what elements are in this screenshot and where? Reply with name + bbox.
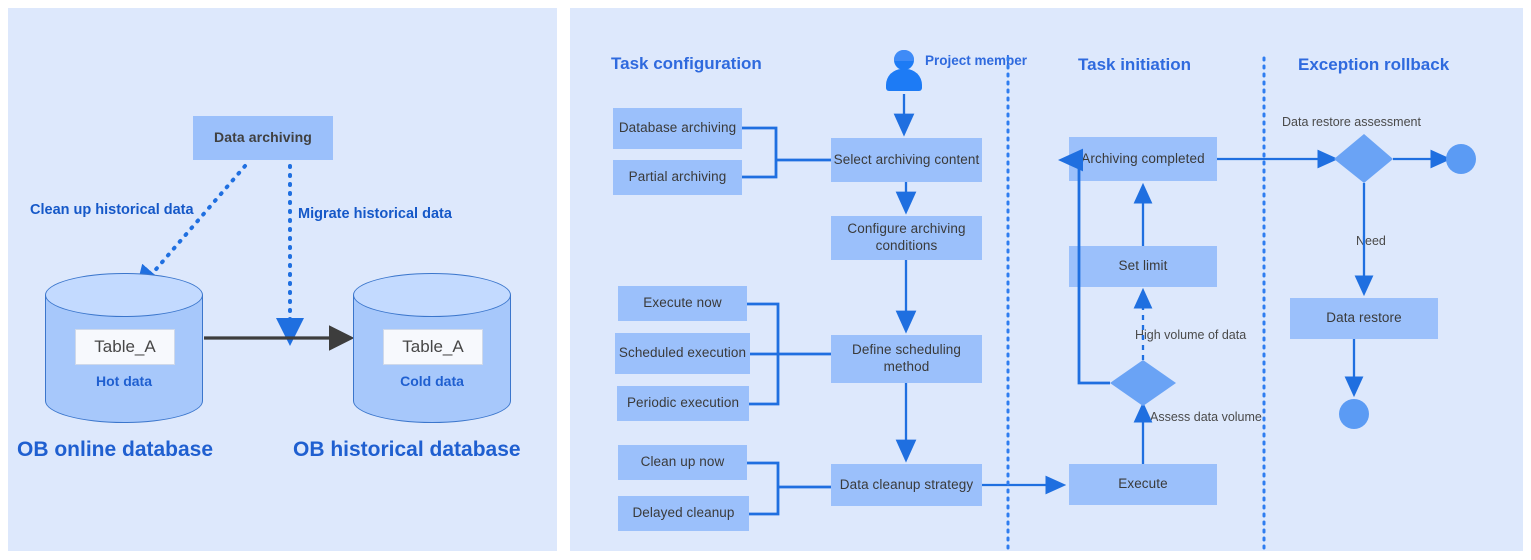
ob-historical-database-caption: OB historical database xyxy=(293,438,521,461)
edge-assess-data-volume: Assess data volume xyxy=(1150,410,1262,424)
heading-task-configuration: Task configuration xyxy=(611,54,762,73)
step-define-scheduling-method: Define scheduling method xyxy=(831,335,982,383)
bracket-cleanup-options xyxy=(747,461,780,516)
option-database-archiving: Database archiving xyxy=(613,108,742,149)
heading-exception-rollback: Exception rollback xyxy=(1298,55,1450,74)
left-panel: Data archiving Clean up historical data … xyxy=(8,8,557,551)
edge-high-volume-of-data: High volume of data xyxy=(1135,328,1247,342)
step-archiving-completed: Archiving completed xyxy=(1069,137,1217,181)
ob-historical-database-cylinder: Table_A Cold data xyxy=(353,273,511,423)
label-data-restore-assessment: Data restore assessment xyxy=(1282,115,1421,129)
historical-table-box: Table_A xyxy=(383,329,483,365)
end-node-circle-restored xyxy=(1339,399,1369,429)
option-partial-archiving: Partial archiving xyxy=(613,160,742,195)
bracket-scheduling-options xyxy=(747,302,780,406)
person-icon xyxy=(886,50,922,92)
ob-online-database-caption: OB online database xyxy=(17,438,214,461)
option-scheduled-execution: Scheduled execution xyxy=(615,333,750,374)
option-delayed-cleanup: Delayed cleanup xyxy=(618,496,749,531)
cold-data-label: Cold data xyxy=(400,373,464,389)
bracket-archiving-options xyxy=(742,126,778,179)
step-data-restore: Data restore xyxy=(1290,298,1438,339)
step-execute: Execute xyxy=(1069,464,1217,505)
project-member-label: Project member xyxy=(925,53,1028,68)
cleanup-historical-label: Clean up historical data xyxy=(30,202,194,218)
option-execute-now: Execute now xyxy=(618,286,747,321)
option-clean-up-now: Clean up now xyxy=(618,445,747,480)
edge-need: Need xyxy=(1356,234,1386,248)
heading-task-initiation: Task initiation xyxy=(1078,55,1192,74)
diamond-decision-data-volume xyxy=(1110,360,1176,406)
step-set-limit: Set limit xyxy=(1069,246,1217,287)
migrate-historical-label: Migrate historical data xyxy=(298,206,452,222)
right-panel: Task configuration Task initiation Excep… xyxy=(570,8,1523,553)
step-data-cleanup-strategy: Data cleanup strategy xyxy=(831,464,982,506)
diamond-decision-restore-assessment xyxy=(1334,134,1393,183)
end-node-circle-accepted xyxy=(1446,144,1476,174)
step-select-archiving-content: Select archiving content xyxy=(831,138,982,182)
online-table-box: Table_A xyxy=(75,329,175,365)
cleanup-dotted-arrow xyxy=(134,164,247,295)
hot-data-label: Hot data xyxy=(96,373,152,389)
option-periodic-execution: Periodic execution xyxy=(617,386,749,421)
step-configure-archiving-conditions: Configure archiving conditions xyxy=(831,216,982,260)
data-archiving-box: Data archiving xyxy=(193,116,333,160)
ob-online-database-cylinder: Table_A Hot data xyxy=(45,273,203,423)
